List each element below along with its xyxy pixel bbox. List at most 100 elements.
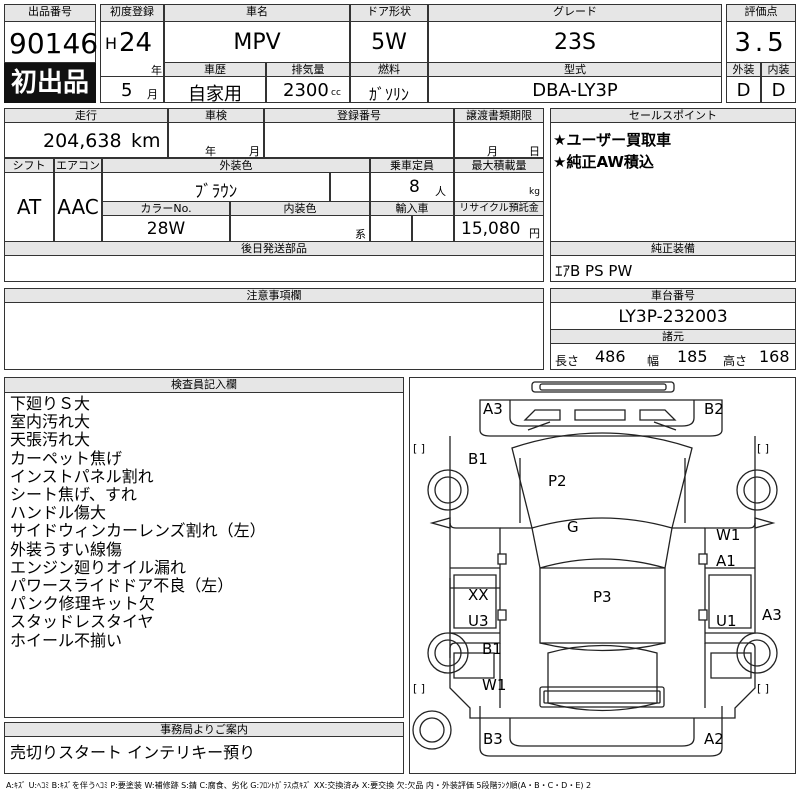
first-registration-year-cell: H 24 年: [100, 21, 164, 77]
damage-mark: A1: [716, 552, 736, 570]
inspector-line: インストパネル割れ: [10, 466, 154, 486]
model-code: DBA-LY3P: [532, 80, 618, 101]
history: 自家用: [188, 84, 242, 105]
wheel-rear-right: [736, 632, 778, 674]
sales-point-header: セールスポイント: [550, 108, 796, 123]
exterior-grade-cell: D: [726, 76, 761, 103]
transfer-month-unit: 月: [487, 145, 498, 158]
after-parts-cell: [4, 255, 544, 282]
damage-mark: XX: [468, 586, 489, 604]
length-value: 486: [595, 347, 626, 366]
exterior-grade-header: 外装: [726, 62, 761, 77]
sales-point-item: ★純正AW積込: [553, 153, 654, 171]
import-header: 輸入車: [370, 201, 454, 216]
registration-no-header: 登録番号: [264, 108, 454, 123]
mileage: 204,638: [43, 130, 122, 152]
chassis-cell: LY3P-232003: [550, 302, 796, 330]
registration-year: 24: [119, 28, 153, 58]
max-load-cell: kg: [454, 172, 544, 202]
inspector-line: カーペット焦げ: [10, 448, 123, 468]
inspector-line: スタッドレスタイヤ: [10, 612, 154, 632]
inspector-line: 下廻りＳ大: [10, 394, 91, 413]
transfer-deadline-header: 譲渡書類期限: [454, 108, 544, 123]
capacity-cell: 8 人: [370, 172, 454, 202]
capacity-header: 乗車定員: [370, 158, 454, 173]
height-label: 高さ: [723, 354, 748, 368]
body-outline: [449, 436, 756, 719]
chassis-number: LY3P-232003: [618, 307, 728, 327]
damage-mark: U3: [468, 612, 489, 630]
era: H: [105, 34, 118, 53]
car-name: MPV: [233, 30, 281, 55]
genuine-equipment-cell: ｴｱB PS PW: [550, 255, 796, 282]
inspector-line: エンジン廻りオイル漏れ: [10, 557, 187, 577]
inspection-year-unit: 年: [205, 145, 216, 158]
wheel-front-right: [736, 469, 778, 511]
inspector-line: 外装うすい線傷: [10, 539, 123, 559]
month-unit: 月: [147, 88, 158, 101]
score-cell: 3.5: [726, 21, 796, 63]
first-listing-badge: 初出品: [4, 63, 96, 103]
inspector-lines: 下廻りＳ大室内汚れ大天張汚れ大カーペット焦げインストパネル割れシート焦げ、すれハ…: [10, 394, 266, 650]
office-text: 売切りスタート インテリキー預り: [10, 743, 256, 762]
bracket-mark: [ ]: [757, 442, 770, 455]
after-parts-header: 後日発送部品: [4, 241, 544, 256]
inspector-line: サイドウィンカーレンズ割れ（左）: [10, 521, 266, 541]
rear-bumper-outline: [479, 706, 723, 757]
width-label: 幅: [647, 354, 660, 368]
exterior-color-cell: ﾌﾞﾗｳﾝ: [102, 172, 330, 202]
listing-number-header: 出品番号: [4, 4, 96, 22]
capacity-unit: 人: [435, 185, 446, 198]
damage-mark: W1: [482, 676, 507, 694]
model-code-header: 型式: [428, 62, 722, 77]
bracket-mark: [ ]: [757, 682, 770, 695]
front-bumper-outline: [531, 381, 675, 393]
rear-window-outline: [547, 644, 658, 712]
damage-mark: B3: [483, 730, 503, 748]
windshield-outline: [511, 432, 693, 529]
score-header: 評価点: [726, 4, 796, 22]
door-type-cell: 5W: [350, 21, 428, 63]
inspector-box: 下廻りＳ大室内汚れ大天張汚れ大カーペット焦げインストパネル割れシート焦げ、すれハ…: [4, 392, 404, 718]
exterior-grade: D: [736, 80, 751, 101]
width-value: 185: [677, 347, 708, 366]
exterior-color: ﾌﾞﾗｳﾝ: [194, 182, 238, 202]
damage-mark: P2: [548, 472, 567, 490]
damage-mark: P3: [593, 588, 612, 606]
transfer-day-unit: 日: [529, 145, 540, 158]
bracket-mark: [ ]: [413, 442, 426, 455]
sales-point-box: ★ユーザー買取車 ★純正AW積込: [550, 122, 796, 242]
interior-grade: D: [771, 80, 786, 101]
inspector-line: ホイール不揃い: [10, 630, 123, 650]
listing-number-cell: 90146: [4, 21, 99, 63]
mileage-unit: km: [131, 130, 161, 152]
listing-number: 90146: [9, 27, 99, 60]
color-no: 28W: [146, 219, 186, 239]
registration-no-cell: [264, 122, 454, 158]
dimensions-cell: 長さ 486 幅 185 高さ 168: [550, 343, 796, 370]
interior-color-suffix: 系: [355, 228, 366, 241]
car-name-cell: MPV: [164, 21, 350, 63]
displacement-cell: 2300 cc: [266, 76, 350, 103]
transfer-deadline-cell: 月 日: [454, 122, 544, 158]
score: 3.5: [734, 28, 788, 58]
damage-mark: G: [567, 518, 579, 536]
damage-mark: W1: [716, 526, 741, 544]
aircon: AAC: [57, 195, 99, 219]
recycle-cell: 15,080 円: [454, 215, 544, 242]
inspector-header: 検査員記入欄: [4, 377, 404, 393]
door-type: 5W: [371, 30, 407, 55]
import-cell-b: [412, 215, 454, 242]
mileage-cell: 204,638 km: [4, 122, 168, 158]
interior-color-header: 内装色: [230, 201, 370, 216]
inspector-line: 天張汚れ大: [10, 430, 91, 450]
legend: A:ｷｽﾞ U:ﾍｺﾐ B:ｷｽﾞを伴うﾍｺﾐ P:要塗装 W:補修跡 S:錆 …: [6, 781, 592, 790]
car-outline-diagram: [412, 381, 778, 757]
car-diagram: [ ] [ ] [ ] [ ] A3 B2 B1 P2 G W1 A1 XX U…: [409, 377, 796, 774]
inspection-month-unit: 月: [249, 145, 260, 158]
inspector-line: 室内汚れ大: [10, 412, 91, 432]
shift-header: シフト: [4, 158, 54, 173]
office-header: 事務局よりご案内: [4, 722, 404, 737]
dimensions-header: 諸元: [550, 329, 796, 344]
displacement-header: 排気量: [266, 62, 350, 77]
